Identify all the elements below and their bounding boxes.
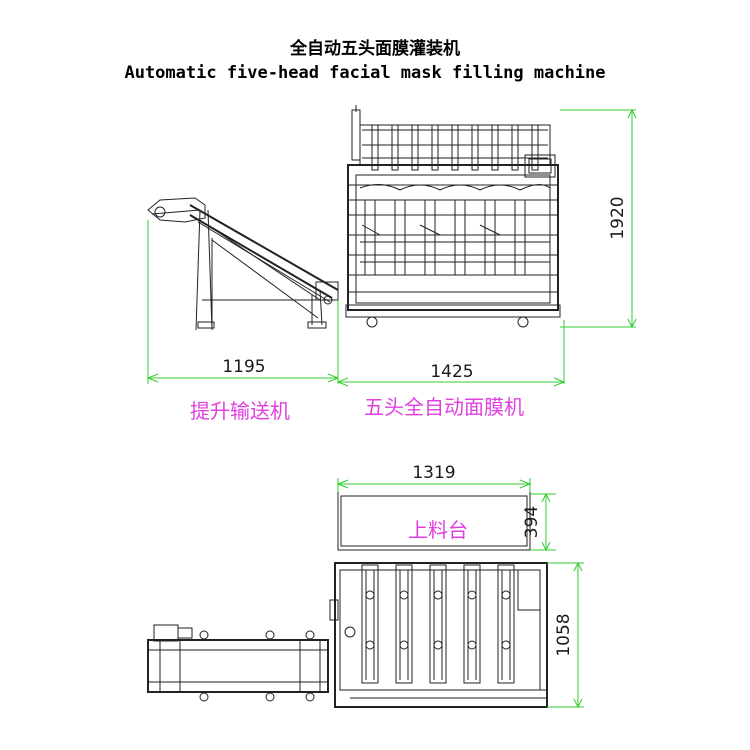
label-table: 上料台	[408, 518, 468, 542]
side-dimensions	[146, 108, 637, 387]
dim-conveyor-length: 1195	[222, 357, 265, 377]
label-machine: 五头全自动面膜机	[364, 395, 524, 419]
top-conveyor	[147, 624, 329, 702]
dim-table-width: 394	[522, 506, 542, 538]
title-english: Automatic five-head facial mask filling …	[124, 63, 606, 83]
dim-height-1920: 1920	[608, 196, 628, 239]
dim-table-length: 1319	[412, 463, 455, 483]
dim-machine-depth: 1058	[554, 613, 574, 656]
title-chinese: 全自动五头面膜灌装机	[290, 39, 460, 59]
top-dimensions	[336, 478, 584, 709]
top-machine	[329, 562, 548, 708]
dim-machine-length: 1425	[430, 362, 473, 382]
label-conveyor: 提升输送机	[190, 399, 290, 423]
side-machine	[345, 105, 561, 328]
side-conveyor	[147, 197, 339, 331]
